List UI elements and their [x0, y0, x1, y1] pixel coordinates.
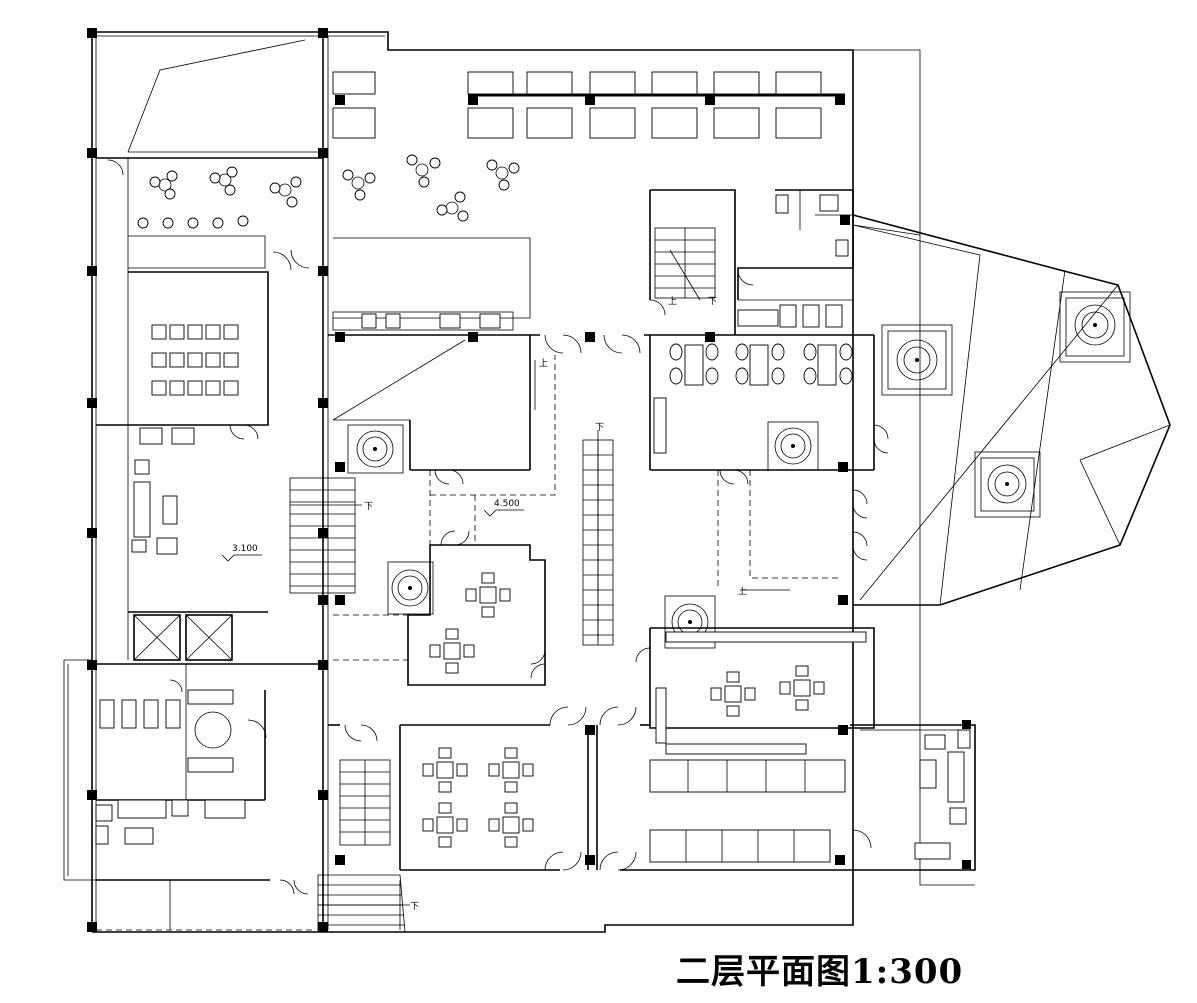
dashed-overhead-lines [96, 355, 838, 931]
stair-mark-up-ne: 上 [668, 296, 677, 307]
outer-walls [63, 31, 975, 933]
planter-6 [1059, 291, 1131, 363]
west-stair-treads [290, 489, 355, 587]
level-label-central: 4.500 [494, 499, 520, 509]
level-marker-west: 3.100 [221, 544, 262, 562]
ne-restroom-fixtures [737, 190, 853, 328]
booth-row-bottom [332, 107, 822, 139]
door-swings [107, 159, 889, 895]
meeting-room-seats [151, 324, 239, 396]
stair-direction-arrows [290, 249, 790, 906]
north-booth-seating [332, 71, 845, 139]
elevator-shafts [133, 614, 233, 661]
ne-stair-treads [655, 239, 715, 289]
nw-skylight [127, 39, 318, 153]
drawing-title: 二层平面图1:300 [676, 952, 964, 992]
stair-mark-up-east: 上 [738, 586, 747, 597]
stair-text-marks: 下 下 下 下 上 上 上 [364, 296, 747, 912]
dining-table-sets [422, 572, 825, 848]
level-label-west: 3.100 [232, 544, 258, 554]
planter-5 [881, 324, 953, 396]
ne-cafe-seating [653, 343, 853, 454]
lounge-chair-clusters [137, 154, 520, 229]
stool-row [137, 215, 249, 229]
stair-mark-down-escalator: 下 [595, 423, 604, 433]
booth-row-top [332, 71, 822, 95]
stair-mark-up-central: 上 [539, 358, 548, 369]
planter-3 [387, 561, 434, 615]
planter-7 [974, 451, 1041, 518]
west-wing-furniture [95, 427, 246, 845]
se-lounge [860, 729, 971, 860]
stair-mark-down-west: 下 [364, 502, 373, 512]
level-marker-central: 4.500 [483, 499, 524, 517]
planter-2 [767, 421, 819, 471]
planter-1 [347, 424, 404, 474]
se-bench-seating [649, 631, 867, 863]
structural-columns [87, 28, 971, 932]
east-glass-wing [852, 214, 1171, 606]
stair-mark-down-ne: 下 [708, 297, 717, 307]
kitchen-counter [332, 311, 514, 331]
interior-walls [96, 32, 976, 932]
stairs [289, 227, 716, 933]
toilet-stalls [95, 689, 246, 845]
stair-mark-down-south: 下 [410, 902, 419, 912]
sw-stair-treads [340, 771, 390, 833]
